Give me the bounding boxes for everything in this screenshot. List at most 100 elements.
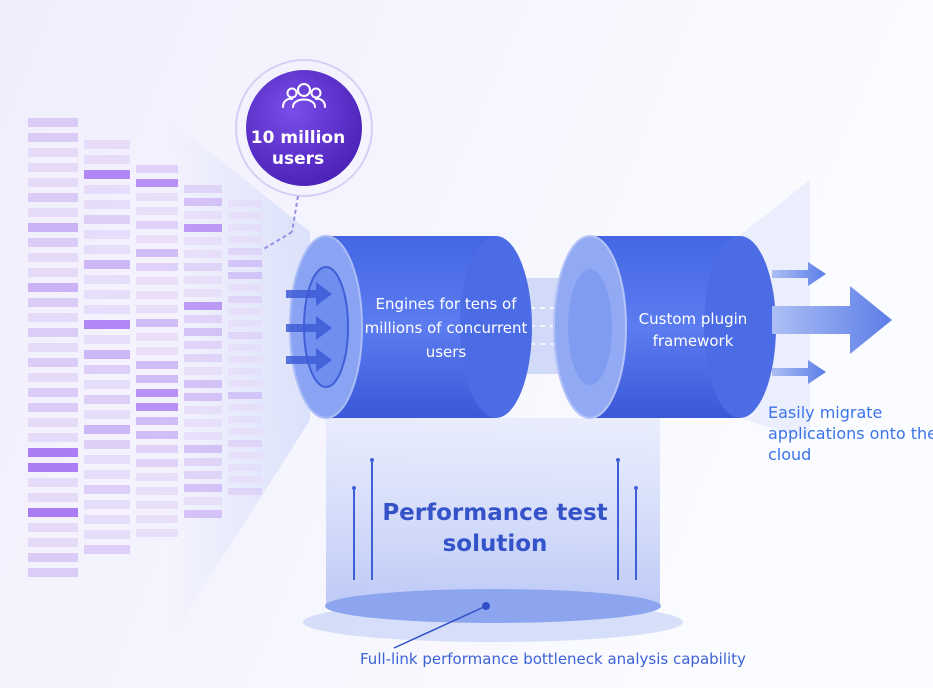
traffic-bar bbox=[28, 388, 78, 397]
traffic-bar bbox=[184, 224, 222, 232]
traffic-bar bbox=[136, 361, 178, 369]
traffic-bar bbox=[28, 118, 78, 127]
traffic-bar bbox=[228, 464, 262, 471]
traffic-bar bbox=[228, 440, 262, 447]
traffic-bar bbox=[136, 473, 178, 481]
traffic-bar bbox=[228, 320, 262, 327]
traffic-bar bbox=[28, 478, 78, 487]
traffic-bar bbox=[136, 291, 178, 299]
traffic-bar bbox=[136, 487, 178, 495]
traffic-bar bbox=[184, 289, 222, 297]
traffic-bar bbox=[28, 268, 78, 277]
traffic-bar bbox=[28, 178, 78, 187]
traffic-bar bbox=[84, 350, 130, 359]
traffic-bar bbox=[228, 476, 262, 483]
traffic-bar bbox=[184, 185, 222, 193]
plugin-framework-label: Custom plugin framework bbox=[638, 310, 748, 350]
engine-label: Engines for tens of millions of concurre… bbox=[364, 295, 528, 361]
traffic-bar bbox=[228, 488, 262, 495]
traffic-bar bbox=[84, 170, 130, 179]
traffic-bar bbox=[184, 406, 222, 414]
traffic-bar bbox=[228, 296, 262, 303]
traffic-bar bbox=[28, 343, 78, 352]
traffic-bar bbox=[184, 211, 222, 219]
traffic-bar bbox=[184, 315, 222, 323]
traffic-bar bbox=[84, 305, 130, 314]
input-arrows bbox=[286, 282, 332, 372]
traffic-bar bbox=[228, 272, 262, 279]
traffic-bar bbox=[28, 403, 78, 412]
traffic-bar bbox=[228, 212, 262, 219]
traffic-bar bbox=[28, 298, 78, 307]
badge-connector bbox=[291, 195, 299, 233]
traffic-bar bbox=[184, 302, 222, 310]
traffic-bar bbox=[136, 333, 178, 341]
traffic-bar bbox=[136, 221, 178, 229]
traffic-bar bbox=[84, 380, 130, 389]
traffic-bar bbox=[28, 163, 78, 172]
traffic-bar bbox=[136, 179, 178, 187]
output-arrows bbox=[772, 262, 892, 384]
plugin-cylinder bbox=[553, 235, 776, 419]
traffic-bar bbox=[228, 224, 262, 231]
traffic-bar bbox=[84, 530, 130, 539]
traffic-bar bbox=[84, 140, 130, 149]
traffic-bar bbox=[28, 373, 78, 382]
traffic-bar bbox=[228, 284, 262, 291]
traffic-bar bbox=[84, 260, 130, 269]
traffic-bar bbox=[228, 200, 262, 207]
traffic-bar bbox=[228, 248, 262, 255]
traffic-bar bbox=[136, 165, 178, 173]
traffic-bar bbox=[184, 445, 222, 453]
traffic-bar bbox=[28, 553, 78, 562]
traffic-bar bbox=[28, 193, 78, 202]
traffic-bar bbox=[84, 500, 130, 509]
users-badge-label: 10 million users bbox=[250, 128, 346, 169]
traffic-bar bbox=[136, 459, 178, 467]
traffic-bar bbox=[228, 260, 262, 267]
traffic-bar bbox=[184, 341, 222, 349]
traffic-bar bbox=[84, 215, 130, 224]
traffic-bar bbox=[28, 493, 78, 502]
traffic-bar bbox=[84, 515, 130, 524]
traffic-bar bbox=[28, 328, 78, 337]
traffic-bar bbox=[28, 283, 78, 292]
traffic-bar bbox=[28, 433, 78, 442]
traffic-bar bbox=[184, 419, 222, 427]
traffic-bar bbox=[136, 501, 178, 509]
traffic-bar bbox=[28, 448, 78, 457]
traffic-bar bbox=[28, 253, 78, 262]
solution-tower bbox=[326, 418, 660, 606]
tower-base-disc bbox=[325, 589, 661, 623]
traffic-bar bbox=[228, 344, 262, 351]
traffic-bar bbox=[84, 455, 130, 464]
solution-title: Performance test solution bbox=[382, 500, 608, 557]
traffic-bar bbox=[28, 223, 78, 232]
traffic-bar bbox=[228, 404, 262, 411]
traffic-bar bbox=[28, 133, 78, 142]
traffic-bar bbox=[28, 238, 78, 247]
traffic-bar bbox=[84, 545, 130, 554]
traffic-bar bbox=[136, 445, 178, 453]
traffic-bar bbox=[84, 155, 130, 164]
traffic-bar bbox=[184, 497, 222, 505]
traffic-bar bbox=[136, 431, 178, 439]
traffic-bar bbox=[136, 235, 178, 243]
users-icon bbox=[282, 83, 326, 108]
traffic-bar bbox=[28, 208, 78, 217]
traffic-bar bbox=[84, 275, 130, 284]
traffic-bar bbox=[184, 328, 222, 336]
traffic-bar bbox=[136, 305, 178, 313]
analysis-pointer bbox=[393, 605, 487, 649]
traffic-bar bbox=[184, 276, 222, 284]
traffic-bar bbox=[28, 148, 78, 157]
traffic-bar bbox=[28, 358, 78, 367]
traffic-bar bbox=[136, 277, 178, 285]
traffic-bar bbox=[136, 319, 178, 327]
traffic-bar bbox=[28, 508, 78, 517]
analysis-pointer-dot bbox=[482, 602, 490, 610]
traffic-bar bbox=[136, 417, 178, 425]
traffic-bar bbox=[28, 538, 78, 547]
traffic-bar bbox=[184, 237, 222, 245]
